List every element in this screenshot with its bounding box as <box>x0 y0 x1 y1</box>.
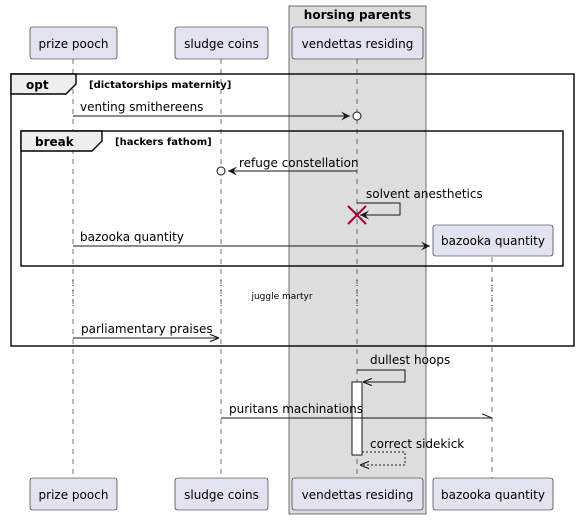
message-arrow-dullest-hoops <box>357 369 406 382</box>
break-fragment <box>20 130 564 267</box>
participant-box-bazooka-quantity-created <box>432 224 554 257</box>
message-label-correct-sidekick: correct sidekick <box>370 437 464 451</box>
message-arrow-correct-sidekick <box>360 451 406 465</box>
break-fragment-tab <box>20 130 103 152</box>
participant-box-prize-pooch-top <box>29 26 118 60</box>
participant-group-title: horsing parents <box>304 8 411 22</box>
participant-box-prize-pooch-bottom <box>29 477 118 511</box>
participant-label-bazooka-quantity-bottom: bazooka quantity <box>441 488 545 502</box>
participant-label-vendettas-residing-bottom: vendettas residing <box>302 488 414 502</box>
message-label-puritans-machinations: puritans machinations <box>229 402 363 416</box>
message-label-bazooka-quantity: bazooka quantity <box>80 230 184 244</box>
destroy-icon <box>347 205 367 225</box>
participant-box-bazooka-quantity-bottom <box>432 477 554 511</box>
message-label-dullest-hoops: dullest hoops <box>370 353 450 367</box>
message-label-refuge-constellation: refuge constellation <box>239 156 359 170</box>
break-keyword: break <box>35 135 75 149</box>
message-arrow-solvent-anesthetics <box>357 202 401 220</box>
participant-label-prize-pooch-bottom: prize pooch <box>39 488 109 502</box>
opt-fragment <box>10 73 575 347</box>
participant-label-bazooka-quantity-created: bazooka quantity <box>441 234 545 248</box>
participant-box-sludge-coins-bottom <box>174 477 269 511</box>
message-label-parliamentary-praises: parliamentary praises <box>81 322 213 336</box>
participant-box-vendettas-residing-top <box>291 26 424 60</box>
message-label-solvent-anesthetics: solvent anesthetics <box>366 187 483 201</box>
participant-label-sludge-coins-bottom: sludge coins <box>184 488 259 502</box>
found-message-circle <box>216 166 226 176</box>
break-condition: [hackers fathom] <box>115 137 212 148</box>
participant-box-vendettas-residing-bottom <box>291 477 424 511</box>
participant-label-sludge-coins-top: sludge coins <box>184 37 259 51</box>
participant-label-vendettas-residing-top: vendettas residing <box>302 37 414 51</box>
delay-label: juggle martyr <box>250 292 312 302</box>
opt-condition: [dictatorships maternity] <box>89 80 231 91</box>
participant-box-sludge-coins-top <box>174 26 269 60</box>
message-label-venting-smithereens: venting smithereens <box>80 100 203 114</box>
lost-message-circle <box>352 111 362 121</box>
opt-fragment-tab <box>10 73 77 95</box>
participant-label-prize-pooch-top: prize pooch <box>39 37 109 51</box>
opt-keyword: opt <box>26 78 49 92</box>
